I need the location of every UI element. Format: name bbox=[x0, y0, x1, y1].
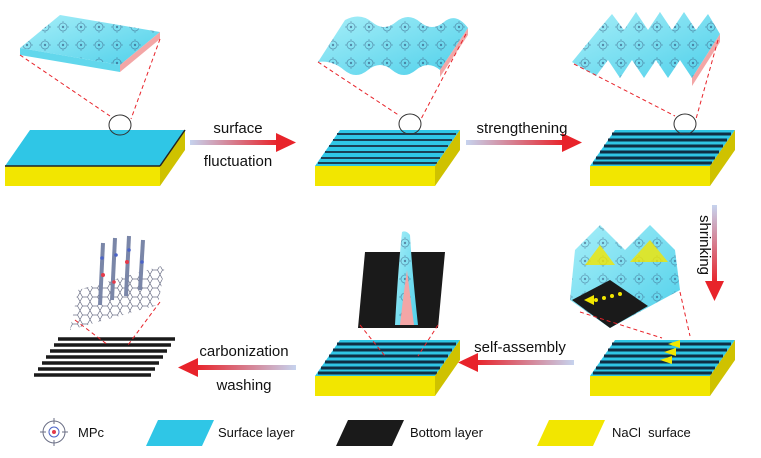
bottom-layer-swatch-icon bbox=[336, 420, 404, 446]
zoom-ridged-film bbox=[572, 12, 720, 120]
zoom-assembled-fin bbox=[358, 231, 445, 357]
step4-label: self-assembly bbox=[474, 339, 566, 356]
substrate-block-assembled bbox=[315, 340, 460, 396]
step1-label-line1: surface bbox=[213, 120, 262, 137]
arrow-shrinking bbox=[705, 205, 724, 301]
arrow-carbonization-washing bbox=[178, 358, 296, 377]
legend: MPc Surface layer Bottom layer NaCl surf… bbox=[40, 418, 691, 446]
arrow-self-assembly bbox=[458, 353, 574, 372]
arrow-strengthening bbox=[466, 133, 582, 152]
arrow-surface-fluctuation bbox=[190, 133, 296, 152]
zoom-wavy-film bbox=[317, 16, 468, 120]
zoom-flat-film bbox=[19, 15, 161, 120]
substrate-block-wavy bbox=[315, 113, 460, 186]
carbonized-stripes bbox=[34, 337, 175, 377]
zoom-shrinking-ridge bbox=[570, 225, 691, 339]
nacl-surface-swatch-icon bbox=[537, 420, 605, 446]
legend-nacl-label: NaCl surface bbox=[612, 425, 691, 440]
substrate-block-flat bbox=[5, 114, 186, 186]
surface-layer-swatch-icon bbox=[146, 420, 214, 446]
step1-label-line2: fluctuation bbox=[204, 153, 272, 170]
legend-surface-layer-label: Surface layer bbox=[218, 425, 295, 440]
substrate-block-ridged bbox=[590, 113, 735, 186]
zoom-mpc-on-graphene bbox=[70, 235, 165, 346]
step5-label-line2: washing bbox=[215, 377, 271, 394]
legend-mpc-label: MPc bbox=[78, 425, 105, 440]
substrate-block-shrunk bbox=[590, 340, 735, 396]
legend-bottom-layer-label: Bottom layer bbox=[410, 425, 484, 440]
step5-label-line1: carbonization bbox=[199, 343, 288, 360]
mpc-molecule-icon bbox=[40, 418, 68, 446]
step3-label: shrinking bbox=[696, 215, 713, 275]
step2-label: strengthening bbox=[477, 120, 568, 137]
